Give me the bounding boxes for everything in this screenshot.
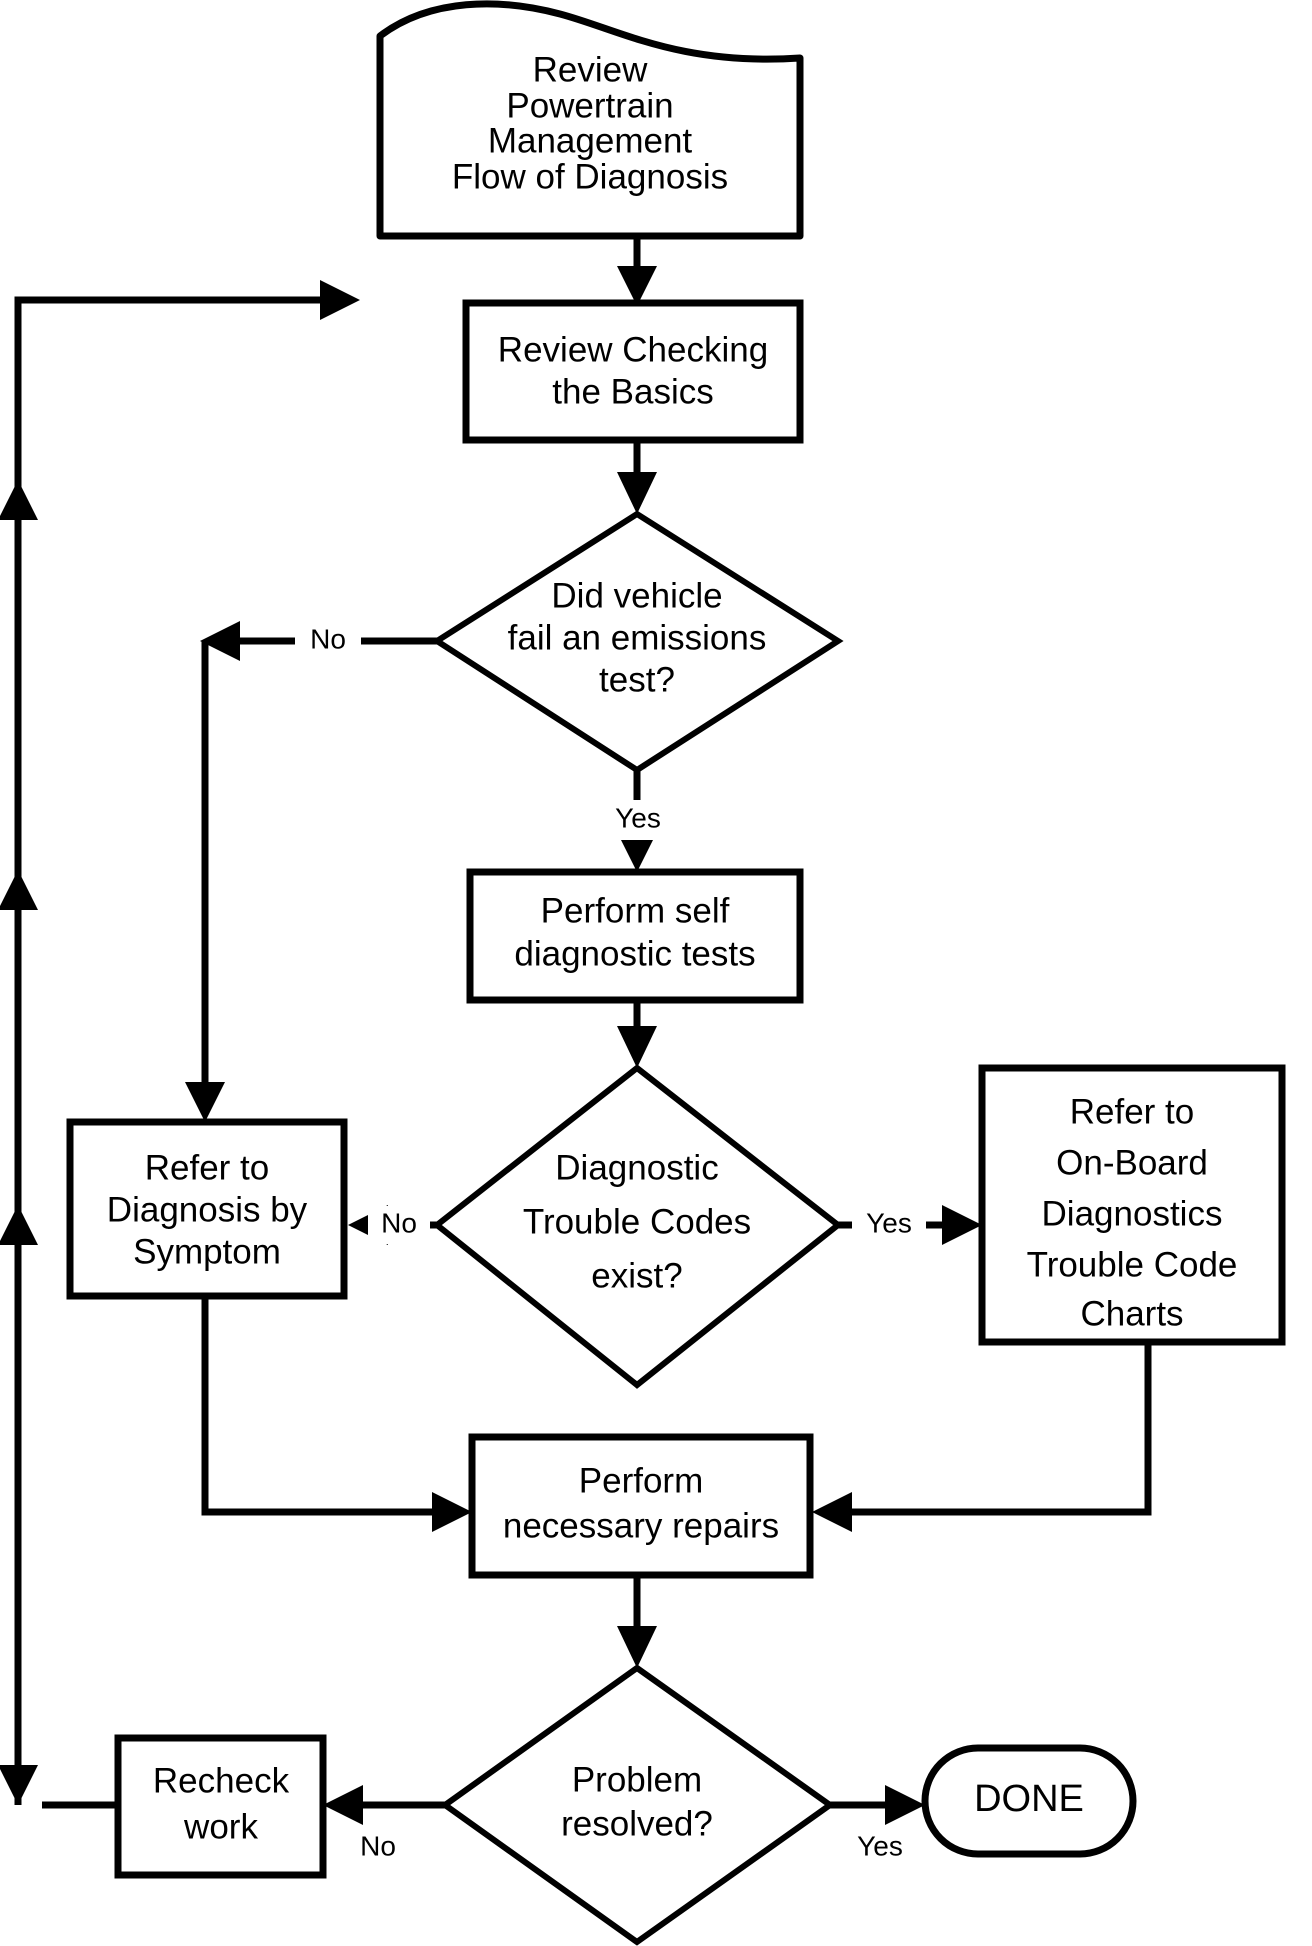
node-self-diagnostic-line-1: diagnostic tests — [514, 934, 755, 973]
edge-label-emissions-no-text: No — [310, 623, 346, 654]
node-review-powertrain[interactable]: Review Powertrain Management Flow of Dia… — [376, 0, 804, 240]
node-obd-charts-line-0: Refer to — [1070, 1092, 1195, 1131]
node-dtc-exist-line-2: exist? — [591, 1256, 682, 1295]
node-review-basics-line-0: Review Checking — [498, 330, 768, 369]
node-obd-charts-line-4: Charts — [1080, 1294, 1183, 1333]
edge-resolved-yes — [830, 1785, 925, 1825]
node-emissions-test[interactable]: Did vehicle fail an emissions test? — [431, 510, 844, 774]
node-diagnosis-by-symptom-line-1: Diagnosis by — [107, 1190, 308, 1229]
edge-recheck-to-basics-loop — [0, 280, 360, 1809]
node-dtc-exist-line-0: Diagnostic — [555, 1148, 718, 1187]
node-review-powertrain-line-2: Management — [488, 121, 693, 160]
node-perform-repairs-line-0: Perform — [579, 1461, 703, 1500]
edge-selfdiag-to-dtc — [617, 1000, 657, 1068]
node-recheck-work-line-0: Recheck — [153, 1761, 290, 1800]
edge-label-dtc-yes: Yes — [852, 1206, 926, 1244]
edge-label-emissions-yes-text: Yes — [615, 802, 661, 833]
node-perform-repairs-line-1: necessary repairs — [503, 1506, 779, 1545]
node-done-label: DONE — [974, 1778, 1084, 1820]
node-emissions-test-line-2: test? — [599, 660, 675, 699]
node-perform-repairs[interactable]: Perform necessary repairs — [468, 1433, 814, 1579]
edge-label-emissions-no: No — [295, 622, 361, 660]
node-emissions-test-line-1: fail an emissions — [508, 618, 767, 657]
node-emissions-test-line-0: Did vehicle — [551, 576, 722, 615]
node-recheck-work-line-1: work — [183, 1807, 258, 1846]
edge-resolved-no — [323, 1785, 447, 1825]
node-problem-resolved[interactable]: Problem resolved? — [439, 1664, 836, 1946]
node-diagnosis-by-symptom-line-2: Symptom — [133, 1232, 281, 1271]
edge-label-dtc-no: No — [368, 1206, 430, 1244]
node-review-powertrain-line-1: Powertrain — [506, 86, 673, 125]
edge-powertrain-to-basics — [617, 236, 657, 306]
edge-obd-to-repairs — [812, 1342, 1152, 1532]
node-dtc-exist-line-1: Trouble Codes — [523, 1202, 751, 1241]
node-problem-resolved-line-1: resolved? — [561, 1804, 713, 1843]
node-diagnosis-by-symptom-line-0: Refer to — [145, 1148, 270, 1187]
edge-label-resolved-yes: Yes — [857, 1830, 903, 1861]
edge-label-resolved-no: No — [360, 1830, 396, 1861]
node-diagnosis-by-symptom[interactable]: Refer to Diagnosis by Symptom — [66, 1118, 348, 1300]
node-self-diagnostic-line-0: Perform self — [541, 891, 730, 930]
node-review-powertrain-line-3: Flow of Diagnosis — [452, 157, 728, 196]
edge-label-emissions-yes: Yes — [602, 800, 674, 840]
edge-emissions-no — [185, 621, 440, 1122]
edge-label-resolved-yes-text: Yes — [857, 1830, 903, 1861]
node-problem-resolved-line-0: Problem — [572, 1760, 702, 1799]
node-recheck-work[interactable]: Recheck work — [114, 1734, 327, 1879]
node-review-basics-line-1: the Basics — [552, 372, 713, 411]
node-obd-charts-line-3: Trouble Code — [1027, 1245, 1238, 1284]
edge-symptom-to-repairs — [201, 1295, 472, 1532]
node-obd-charts[interactable]: Refer to On-Board Diagnostics Trouble Co… — [978, 1064, 1286, 1346]
node-obd-charts-line-1: On-Board — [1056, 1143, 1208, 1182]
node-review-basics[interactable]: Review Checking the Basics — [462, 299, 804, 444]
edge-label-dtc-no-text: No — [381, 1207, 417, 1238]
node-done[interactable]: DONE — [921, 1744, 1137, 1858]
edge-label-dtc-yes-text: Yes — [866, 1207, 912, 1238]
edge-basics-to-emissions — [617, 440, 657, 514]
node-self-diagnostic[interactable]: Perform self diagnostic tests — [466, 868, 804, 1004]
node-review-powertrain-line-0: Review — [533, 50, 648, 89]
edge-repairs-to-resolved — [617, 1575, 657, 1668]
edge-label-resolved-no-text: No — [360, 1830, 396, 1861]
node-obd-charts-line-2: Diagnostics — [1042, 1194, 1223, 1233]
node-dtc-exist[interactable]: Diagnostic Trouble Codes exist? — [432, 1064, 843, 1389]
